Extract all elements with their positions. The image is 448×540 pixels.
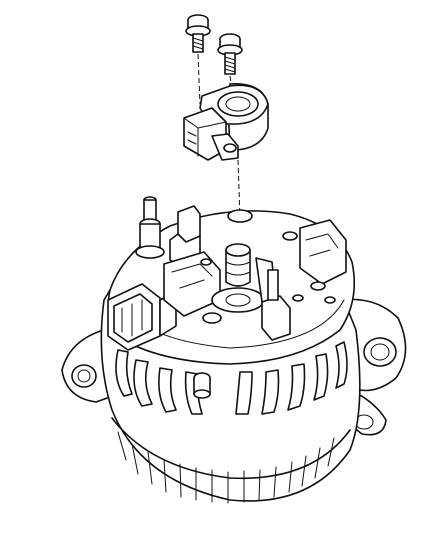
brush-holder bbox=[183, 83, 269, 161]
b-terminal bbox=[135, 196, 165, 259]
bolt-right bbox=[217, 33, 243, 75]
alignment-line-3 bbox=[237, 159, 241, 219]
vent-slots bbox=[115, 341, 348, 415]
housing-bolt bbox=[193, 372, 211, 399]
alignment-line-1 bbox=[197, 53, 201, 105]
cooling-fins bbox=[111, 417, 351, 504]
bolt-left bbox=[185, 14, 211, 53]
alternator bbox=[61, 196, 407, 504]
rectifier bbox=[163, 205, 347, 317]
slip-ring bbox=[211, 243, 277, 313]
regulator-bracket bbox=[202, 269, 291, 341]
